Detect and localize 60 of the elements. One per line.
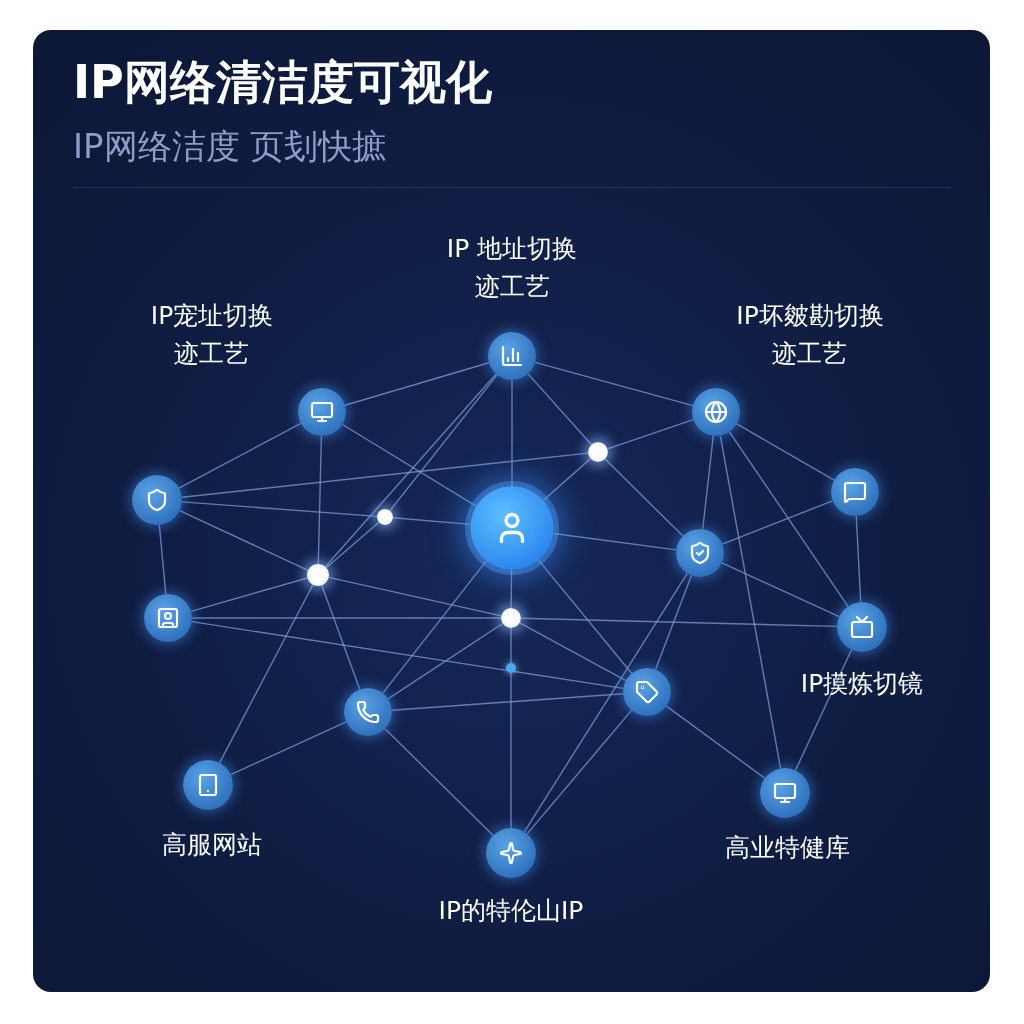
connector-line bbox=[606, 419, 694, 450]
node-label: 高服网站 bbox=[162, 830, 262, 860]
subtitle: IP网络洁度 页刬快摭 bbox=[73, 125, 387, 168]
node-label: 迹工艺 bbox=[474, 272, 550, 302]
connector-line bbox=[534, 361, 694, 407]
connector-line bbox=[387, 622, 504, 700]
connector-line bbox=[181, 452, 589, 498]
connector-line bbox=[218, 584, 314, 764]
connector-line bbox=[604, 458, 684, 537]
connector-line bbox=[178, 509, 309, 572]
connector-line bbox=[341, 423, 477, 507]
connector-line bbox=[511, 379, 513, 487]
connector-line bbox=[526, 709, 633, 835]
connector-line bbox=[855, 515, 862, 603]
node-label: IP宠址切换 bbox=[150, 301, 274, 331]
connector-line bbox=[384, 728, 494, 837]
node-label: 高业特健库 bbox=[724, 833, 850, 863]
connector-line bbox=[191, 617, 502, 619]
connector-line bbox=[382, 560, 487, 694]
connector-line bbox=[391, 693, 624, 711]
connector-line bbox=[158, 524, 167, 595]
connector-line bbox=[527, 373, 593, 446]
connector-line bbox=[552, 532, 677, 551]
connector-line bbox=[191, 620, 624, 690]
connector-line bbox=[538, 559, 633, 675]
connector-line bbox=[520, 617, 838, 628]
connector-line bbox=[523, 572, 688, 833]
connector-line bbox=[519, 622, 627, 682]
node-label: IP的特伦山IP bbox=[438, 896, 584, 926]
connector-line bbox=[542, 457, 592, 501]
connector-line bbox=[317, 435, 323, 565]
connector-line bbox=[392, 517, 471, 526]
node-label: IP 地址切换 bbox=[446, 234, 578, 264]
node-label: 迹工艺 bbox=[174, 339, 250, 369]
title: IP网络清洁度可视化 bbox=[73, 54, 492, 111]
connector-line bbox=[736, 423, 835, 481]
connector-line bbox=[702, 435, 714, 530]
connector-line bbox=[654, 574, 693, 671]
connector-line bbox=[728, 431, 849, 608]
connector-line bbox=[510, 627, 512, 664]
connector-line bbox=[321, 584, 361, 691]
node-label: IP坏皴勘切换 bbox=[736, 301, 884, 331]
connector-line bbox=[181, 501, 378, 518]
connector-line bbox=[190, 577, 309, 613]
connector-line bbox=[325, 521, 380, 569]
connector-line bbox=[230, 721, 347, 776]
connector-line bbox=[665, 705, 766, 779]
connector-line bbox=[178, 422, 302, 489]
connector-line bbox=[721, 500, 834, 545]
connector-line bbox=[389, 374, 498, 512]
connector-line bbox=[721, 562, 840, 618]
connector-line bbox=[510, 569, 513, 609]
connector-line bbox=[344, 362, 490, 406]
connector-line bbox=[719, 434, 782, 770]
connector-line bbox=[328, 576, 502, 617]
connector-line bbox=[510, 672, 512, 829]
connector-line bbox=[794, 648, 853, 772]
node-label: IP摸炼切镜 bbox=[800, 669, 924, 699]
node-label: 迹工艺 bbox=[772, 339, 848, 369]
connector-line bbox=[324, 373, 497, 568]
